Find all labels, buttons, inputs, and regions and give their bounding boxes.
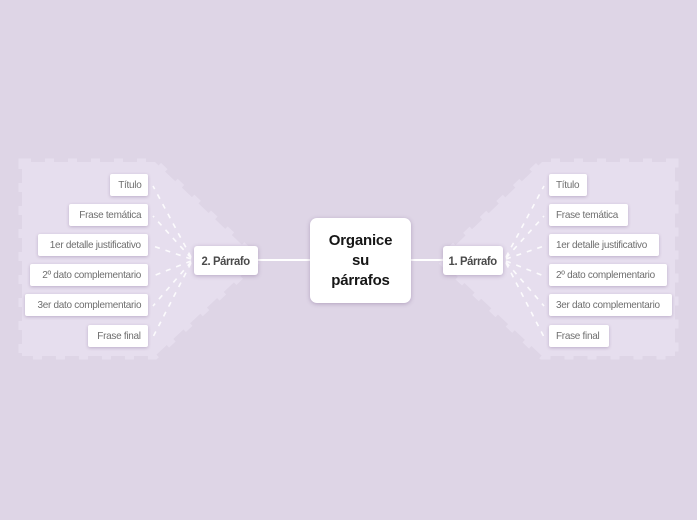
child-node-2o-dato[interactable]: 2º dato complementario	[549, 264, 668, 286]
child-node-frase-final[interactable]: Frase final	[88, 325, 148, 347]
child-node-3er-dato[interactable]: 3er dato complementario	[24, 294, 148, 316]
child-node-1er-detalle[interactable]: 1er detalle justificativo	[38, 234, 148, 256]
child-label: 2º dato complementario	[42, 269, 141, 281]
child-label: Frase final	[556, 330, 600, 342]
root-topic-node[interactable]: Organice su párrafos	[310, 218, 411, 303]
child-label: Título	[556, 179, 580, 191]
branch-right-connectors	[505, 185, 545, 338]
branch-left-connectors	[152, 185, 192, 338]
child-label: 3er dato complementario	[37, 299, 141, 311]
child-node-2o-dato[interactable]: 2º dato complementario	[29, 264, 148, 286]
root-topic-label: Organice su párrafos	[328, 231, 393, 289]
child-label: 2º dato complementario	[556, 269, 655, 281]
child-label: Frase final	[97, 330, 142, 342]
child-node-titulo[interactable]: Título	[109, 174, 148, 196]
child-node-frase-final[interactable]: Frase final	[549, 325, 609, 347]
child-node-3er-dato[interactable]: 3er dato complementario	[549, 294, 673, 316]
child-label: 1er detalle justificativo	[556, 239, 648, 251]
child-label: Frase temática	[556, 209, 618, 221]
child-node-1er-detalle[interactable]: 1er detalle justificativo	[549, 234, 659, 256]
child-label: 1er detalle justificativo	[49, 239, 141, 251]
branch-label: 2. Párrafo	[201, 253, 251, 268]
branch-node-parrafo-1[interactable]: 1. Párrafo	[443, 246, 503, 275]
child-node-frase-tematica[interactable]: Frase temática	[68, 204, 148, 226]
child-label: Frase temática	[79, 209, 141, 221]
child-node-frase-tematica[interactable]: Frase temática	[549, 204, 629, 226]
child-label: Título	[117, 179, 142, 191]
child-node-titulo[interactable]: Título	[549, 174, 588, 196]
branch-label: 1. Párrafo	[448, 253, 498, 268]
branch-node-parrafo-2[interactable]: 2. Párrafo	[194, 246, 258, 275]
child-label: 3er dato complementario	[556, 299, 660, 311]
